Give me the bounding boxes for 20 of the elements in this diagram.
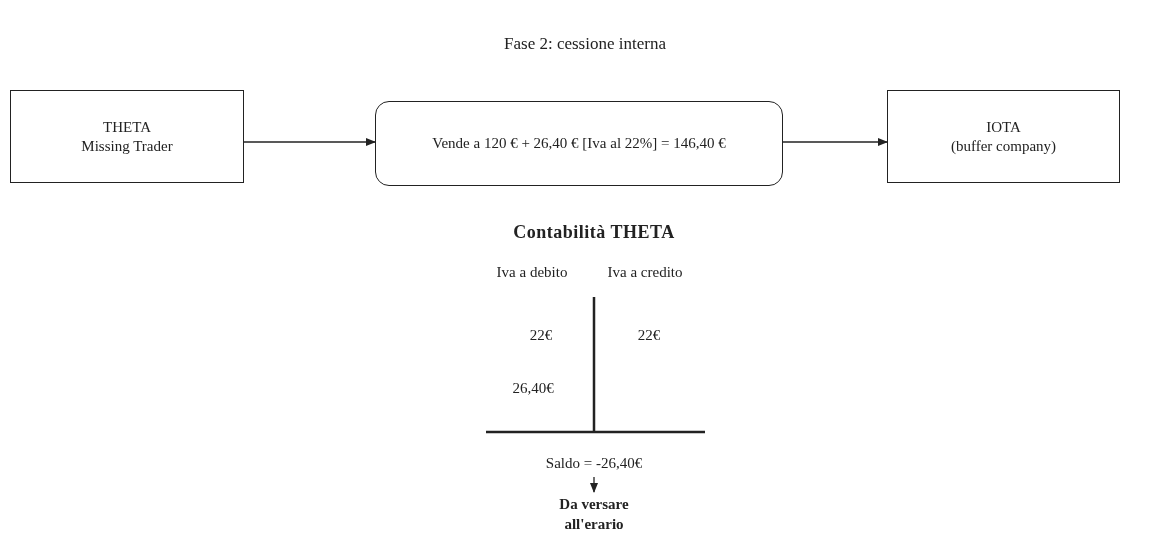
arrow (782, 138, 888, 146)
diagram-title: Fase 2: cessione interna (503, 34, 667, 54)
balance-text: Saldo = -26,40€ (545, 454, 643, 473)
process-box (10, 90, 244, 183)
process-box (887, 90, 1120, 183)
process-box (375, 101, 783, 186)
column-header: Iva a credito (607, 264, 683, 280)
arrow (590, 476, 598, 493)
amount-text: 22€ (529, 327, 553, 343)
node-text: Missing Trader (81, 136, 173, 156)
conclusion-text: Da versare all'erario (558, 495, 630, 534)
column-header: Iva a debito (496, 264, 568, 280)
node-heading: THETA (103, 117, 151, 137)
node-text: Vende a 120 € + 26,40 € [Iva al 22%] = 146,40 € (432, 134, 726, 153)
arrow (243, 138, 376, 146)
node-heading: IOTA (986, 117, 1021, 137)
section-heading: Contabilità THETA (513, 222, 675, 242)
amount-text: 22€ (637, 327, 661, 343)
node-text: (buffer company) (950, 136, 1057, 156)
amount-text: 26,40€ (512, 380, 554, 396)
